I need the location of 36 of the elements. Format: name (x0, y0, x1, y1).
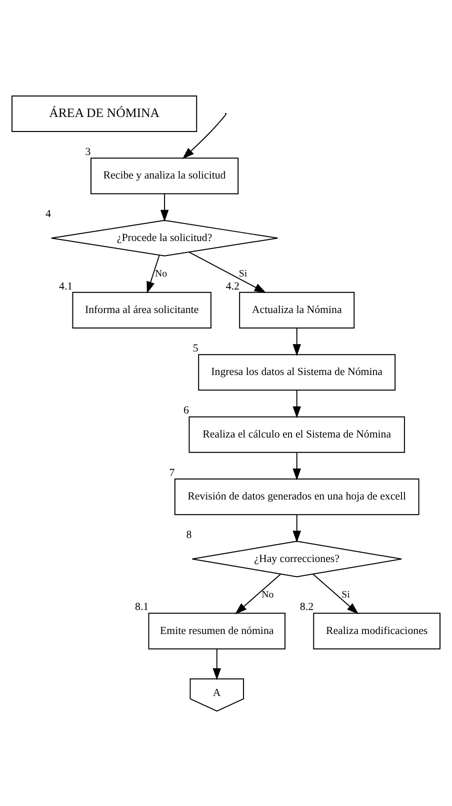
arrow (160, 193, 169, 222)
arrow (212, 648, 222, 680)
edge-label: Si (342, 589, 350, 600)
arrow (188, 251, 266, 292)
arrow (292, 452, 301, 480)
node-box: Realiza el cálculo en el Sistema de Nómina (188, 416, 405, 452)
edge-label: No (262, 589, 274, 600)
arrow (182, 114, 226, 158)
node-box: Recibe y analiza la solicitud (90, 157, 239, 194)
node-label: 8 (186, 528, 192, 541)
arrow (235, 573, 282, 614)
node-box: Emite resumen de nómina (148, 612, 286, 649)
node-diamond: ¿Procede la solicitud? (50, 219, 278, 256)
node-diamond: ¿Hay correcciones? (192, 540, 402, 577)
node-box: ÁREA DE NÓMINA (12, 94, 198, 132)
edge-label: Si (238, 268, 248, 280)
node-label: 7 (169, 466, 175, 478)
node-label: 3 (85, 145, 91, 158)
node-label: 8.2 (300, 600, 314, 613)
arrow (292, 327, 301, 356)
node-box: Actualiza la Nómina (239, 291, 355, 328)
node-label: 4.2 (226, 280, 240, 292)
arrow (292, 390, 301, 418)
node-label: 5 (192, 342, 198, 354)
node-box: Realiza modificaciones (313, 612, 440, 649)
node-box: Ingresa los datos al Sistema de Nómina (198, 354, 396, 390)
edge-label: No (155, 268, 168, 280)
arrow (146, 254, 160, 293)
node-label: 4.1 (59, 280, 73, 292)
node-label: 6 (184, 404, 189, 416)
arrow (292, 514, 301, 542)
node-label: 4 (46, 208, 51, 220)
node-label: 8.1 (135, 600, 149, 613)
node-box: Informa al área solicitante (72, 291, 212, 328)
node-box: Revisión de datos generados en una hoja de excell (174, 478, 420, 515)
arrow (312, 573, 359, 614)
